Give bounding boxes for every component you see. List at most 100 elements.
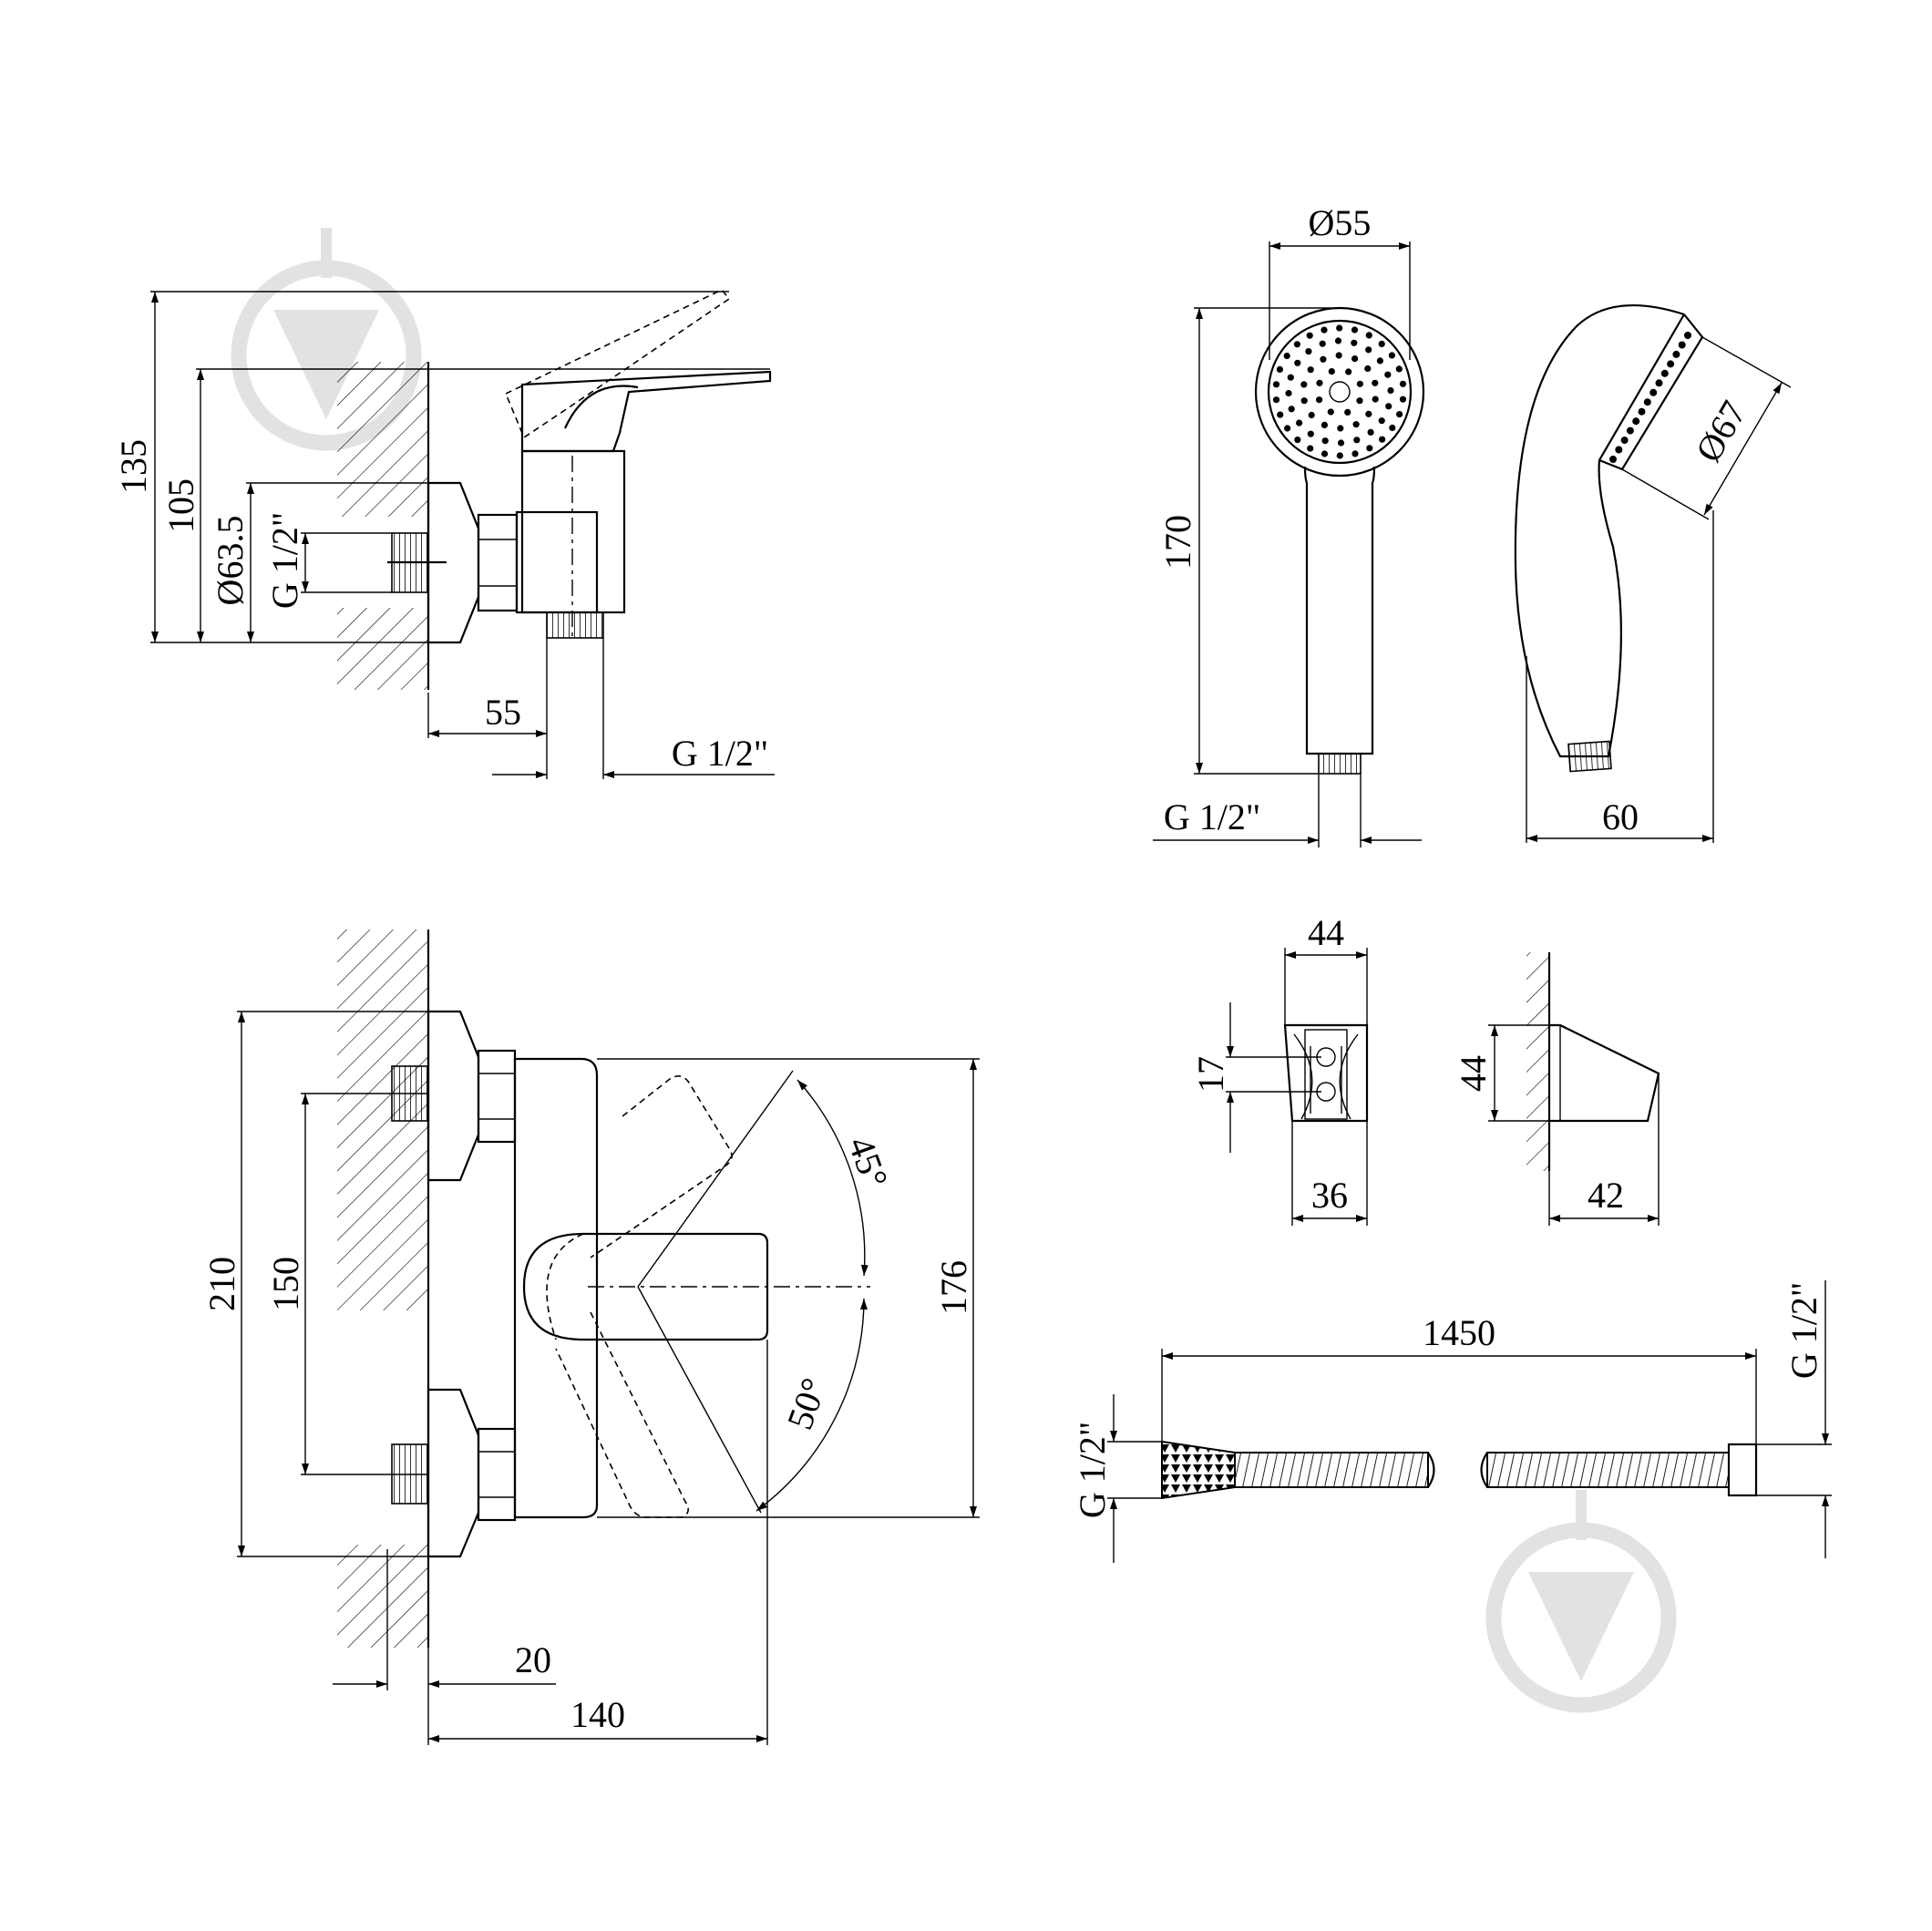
side-nozzle	[1678, 341, 1686, 349]
side-height-lever-label: 105	[160, 478, 201, 533]
watermark-icon-top	[231, 228, 422, 451]
side-outlet-thread-label: G 1/2"	[672, 733, 768, 774]
spray-hole	[1320, 355, 1327, 363]
spray-hole	[1372, 379, 1379, 386]
spray-hole	[1321, 421, 1328, 428]
spray-hole	[1366, 445, 1373, 452]
spray-hole	[1365, 410, 1372, 417]
spray-hole	[1351, 326, 1359, 334]
side-nozzle	[1649, 388, 1658, 396]
holder-hole-spacing-label: 17	[1190, 1056, 1231, 1093]
spray-hole	[1367, 428, 1374, 436]
spray-hole	[1376, 357, 1383, 365]
spray-hole	[1356, 397, 1363, 405]
shower-length-label: 170	[1157, 515, 1198, 570]
side-nozzle	[1660, 369, 1669, 377]
spray-hole	[1328, 368, 1335, 375]
holder-side: 44 42	[1453, 952, 1660, 1226]
spray-hole	[1379, 436, 1386, 443]
side-nozzle	[1655, 379, 1663, 387]
side-height-total-label: 135	[113, 439, 154, 494]
side-flange-diameter-label: Ø63.5	[210, 516, 251, 606]
spray-hole	[1378, 340, 1385, 347]
side-nozzle	[1667, 360, 1675, 368]
spray-hole	[1336, 324, 1343, 332]
spray-hole	[1352, 421, 1360, 428]
hand-shower-side: 60 Ø67	[1514, 304, 1792, 843]
shower-hose: 1450 G 1/2" G 1/2"	[1072, 1280, 1832, 1563]
spray-hole	[1337, 439, 1345, 447]
spray-hole	[1277, 411, 1284, 418]
side-nozzle	[1632, 417, 1640, 426]
spray-hole	[1319, 340, 1326, 347]
watermark-icon-bottom	[1485, 1490, 1677, 1713]
spray-hole	[1384, 371, 1392, 378]
spray-hole	[1321, 437, 1329, 445]
spray-hole	[1334, 337, 1342, 344]
shower-face-diameter-label: Ø67	[1688, 394, 1754, 468]
spray-hole	[1307, 366, 1314, 374]
spray-hole	[1387, 386, 1394, 395]
side-nozzle	[1615, 446, 1623, 454]
hose-thread-left-label: G 1/2"	[1072, 1422, 1113, 1518]
spray-hole	[1321, 326, 1328, 334]
hose-thread-right-label: G 1/2"	[1783, 1282, 1824, 1379]
spray-hole	[1293, 341, 1300, 348]
front-inlet-spacing-label: 150	[265, 1257, 306, 1311]
side-nozzle	[1620, 437, 1629, 445]
spray-hole	[1284, 425, 1291, 432]
spray-hole	[1321, 450, 1329, 457]
spray-hole	[1345, 368, 1352, 375]
spray-hole	[1353, 437, 1361, 444]
spray-hole	[1396, 411, 1403, 418]
mixer-front-view: 210 150 176 45° 50° 20 140	[201, 930, 980, 1745]
side-nozzle	[1643, 398, 1651, 406]
spray-hole	[1372, 395, 1379, 403]
spray-hole	[1283, 352, 1290, 360]
spray-hole	[1351, 355, 1359, 363]
holder-height-label: 44	[1453, 1055, 1494, 1092]
spray-hole	[1395, 365, 1403, 373]
holder-width-top-label: 44	[1308, 912, 1344, 953]
spray-hole	[1336, 452, 1343, 459]
spray-hole	[1388, 352, 1395, 359]
spray-hole	[1300, 381, 1308, 388]
spray-hole	[1296, 419, 1303, 426]
side-nozzle	[1684, 332, 1691, 339]
spray-hole	[1287, 374, 1294, 381]
front-projection-label: 140	[570, 1694, 625, 1735]
spray-hole	[1272, 381, 1280, 388]
spray-hole	[1399, 380, 1407, 387]
shower-head-diameter-label: Ø55	[1309, 202, 1372, 243]
spray-hole	[1364, 365, 1372, 373]
side-nozzles	[1609, 332, 1691, 463]
spray-hole	[1399, 395, 1407, 403]
spray-hole	[1300, 397, 1308, 405]
spray-holes	[1272, 324, 1407, 459]
holder-depth-label: 42	[1588, 1175, 1624, 1216]
spray-hole	[1356, 380, 1363, 387]
front-body-height-label: 176	[933, 1260, 974, 1315]
spray-hole	[1351, 450, 1359, 457]
spray-hole	[1337, 425, 1344, 432]
spray-hole	[1365, 346, 1372, 354]
side-outlet-offset-label: 55	[485, 692, 521, 733]
holder-width-bottom-label: 36	[1311, 1175, 1348, 1216]
shower-depth-label: 60	[1602, 796, 1639, 837]
spray-hole	[1378, 417, 1385, 425]
spray-hole	[1389, 424, 1396, 432]
spray-hole	[1285, 389, 1292, 397]
spray-hole	[1344, 408, 1351, 416]
holder-front: 44 36 17	[1190, 912, 1369, 1226]
side-inlet-thread-label: G 1/2"	[264, 512, 305, 609]
spray-hole	[1288, 406, 1295, 413]
spray-hole	[1327, 408, 1334, 416]
shower-connection-thread-label: G 1/2"	[1164, 796, 1260, 837]
spray-hole	[1316, 379, 1323, 386]
spray-hole	[1307, 445, 1314, 452]
spray-hole	[1294, 359, 1301, 366]
spray-hole	[1351, 339, 1358, 346]
spray-hole	[1308, 411, 1315, 419]
spray-hole	[1306, 332, 1313, 339]
